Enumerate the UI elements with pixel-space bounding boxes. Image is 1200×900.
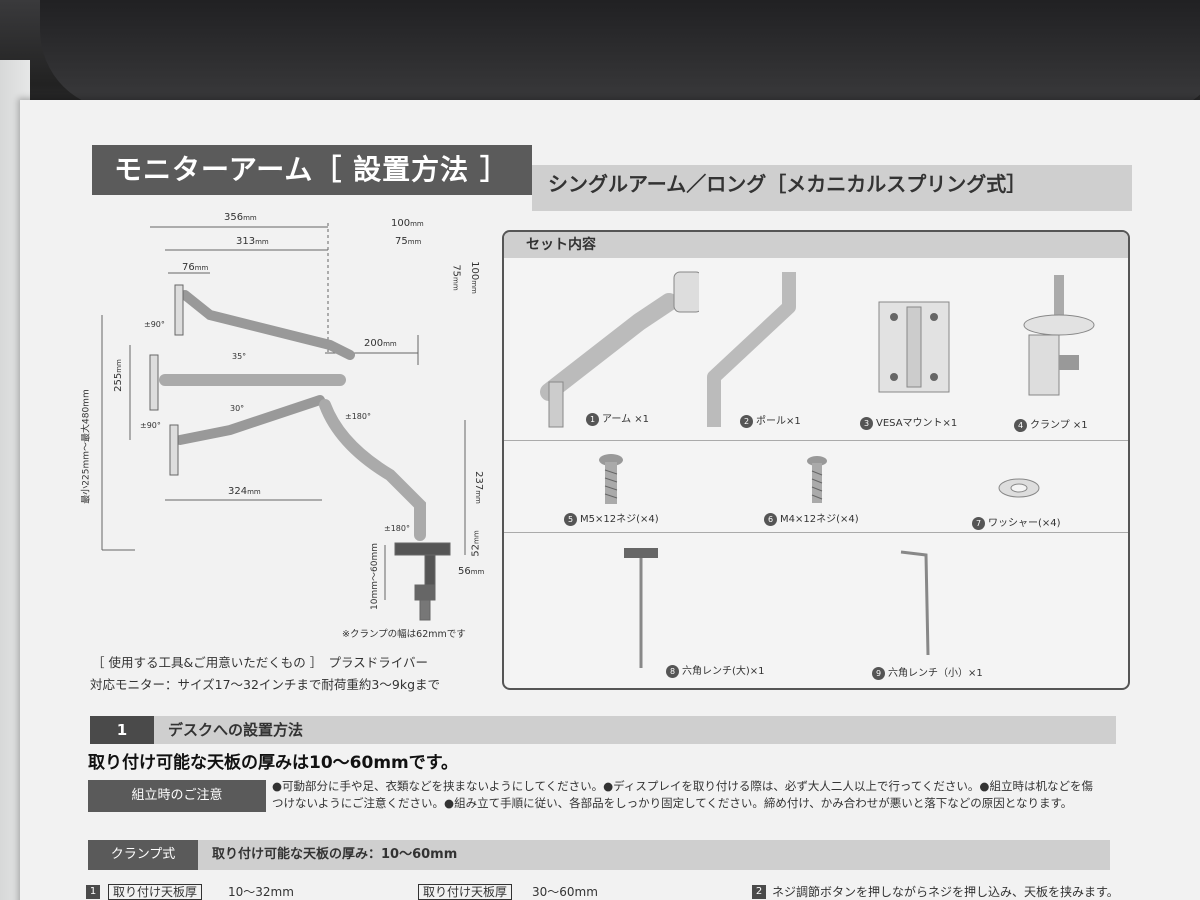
row-divider (504, 532, 1128, 533)
caution-line-2: つけないようにご注意ください。●組み立て手順に従い、各部品をしっかり固定してくだ… (272, 796, 1073, 810)
thickness-2-label: 取り付け天板厚 (418, 884, 513, 900)
arm-dimension-diagram (101, 223, 466, 621)
tools-required: ［ 使用する工具&ご用意いただくもの ］ プラスドライバー (92, 655, 428, 670)
tilt-up-label: ±90° (144, 320, 165, 329)
pole-part-drawing (707, 272, 796, 427)
step-2-number: 2 (752, 885, 766, 899)
arm-part-drawing (540, 271, 699, 428)
clamp-part-drawing (1023, 275, 1095, 396)
dim-75-width: 75mm (395, 236, 422, 247)
clamp-thickness-text: 取り付け可能な天板の厚み：10～60mm (212, 847, 458, 862)
section-1-bar (90, 716, 1116, 744)
rotation-label-upper: ±180° (345, 412, 371, 421)
thickness-1-label: 取り付け天板厚 (108, 884, 203, 900)
clamp-width-note: ※クランプの幅は62mmです (342, 629, 466, 640)
washer-drawing (998, 478, 1040, 498)
set-contents-heading: セット内容 (504, 232, 1128, 258)
step-2-text: ネジ調節ボタンを押しながらネジを押し込み、天板を挟みます。 (772, 885, 1119, 899)
tilt-down-label: ±90° (140, 421, 161, 430)
dim-56: 56mm (458, 566, 485, 577)
thickness-1-value: 10～32mm (228, 885, 294, 899)
main-title: モニターアーム［ 設置方法 ］ (92, 145, 532, 195)
dim-clamp-range: 10mm～60mm (369, 543, 380, 610)
clamp-section-bar (88, 840, 1110, 870)
caution-line-1: ●可動部分に手や足、衣類などを挟まないようにしてください。●ディスプレイを取り付… (272, 779, 1093, 793)
section-1-title: デスクへの設置方法 (168, 721, 304, 739)
step-1-number: 1 (86, 885, 100, 899)
clamp-type-label: クランプ式 (88, 840, 198, 870)
rotation-label-lower: ±180° (384, 524, 410, 533)
dim-255: 255mm (112, 359, 124, 392)
m4-screw-drawing (807, 456, 827, 503)
row-divider (504, 440, 1128, 441)
small-hex-wrench-drawing (900, 550, 930, 656)
m5-screw-drawing (599, 454, 623, 504)
dim-52: 52mm (470, 530, 482, 557)
large-hex-wrench-drawing (624, 548, 658, 668)
dim-vertical-range: 最小225mm～最大480mm (81, 389, 92, 504)
caution-label: 組立時のご注意 (88, 780, 266, 812)
dim-75-height: 75mm (450, 264, 462, 291)
vesa-mount-drawing (878, 301, 950, 393)
sub-title: シングルアーム／ロング［メカニカルスプリング式］ (532, 165, 1132, 211)
section-1-number: 1 (90, 716, 154, 744)
thickness-2-value: 30～60mm (532, 885, 598, 899)
dim-100-width: 100mm (391, 218, 424, 229)
dim-313: 313mm (236, 236, 269, 247)
thickness-heading: 取り付け可能な天板の厚みは10～60mmです。 (88, 753, 459, 773)
dim-76: 76mm (182, 262, 209, 273)
supported-monitor: 対応モニター：サイズ17～32インチまで耐荷重約3～9kgまで (90, 677, 441, 692)
background-black-pad (40, 0, 1200, 110)
dim-237: 237mm (472, 471, 484, 504)
dim-200: 200mm (364, 338, 397, 349)
dim-100-height: 100mm (468, 261, 480, 294)
angle-down-label: 30° (230, 404, 245, 413)
angle-up-label: 35° (232, 352, 247, 361)
dim-356: 356mm (224, 212, 257, 223)
caution-text: ●可動部分に手や足、衣類などを挟まないようにしてください。●ディスプレイを取り付… (272, 778, 1122, 812)
dim-324: 324mm (228, 486, 261, 497)
